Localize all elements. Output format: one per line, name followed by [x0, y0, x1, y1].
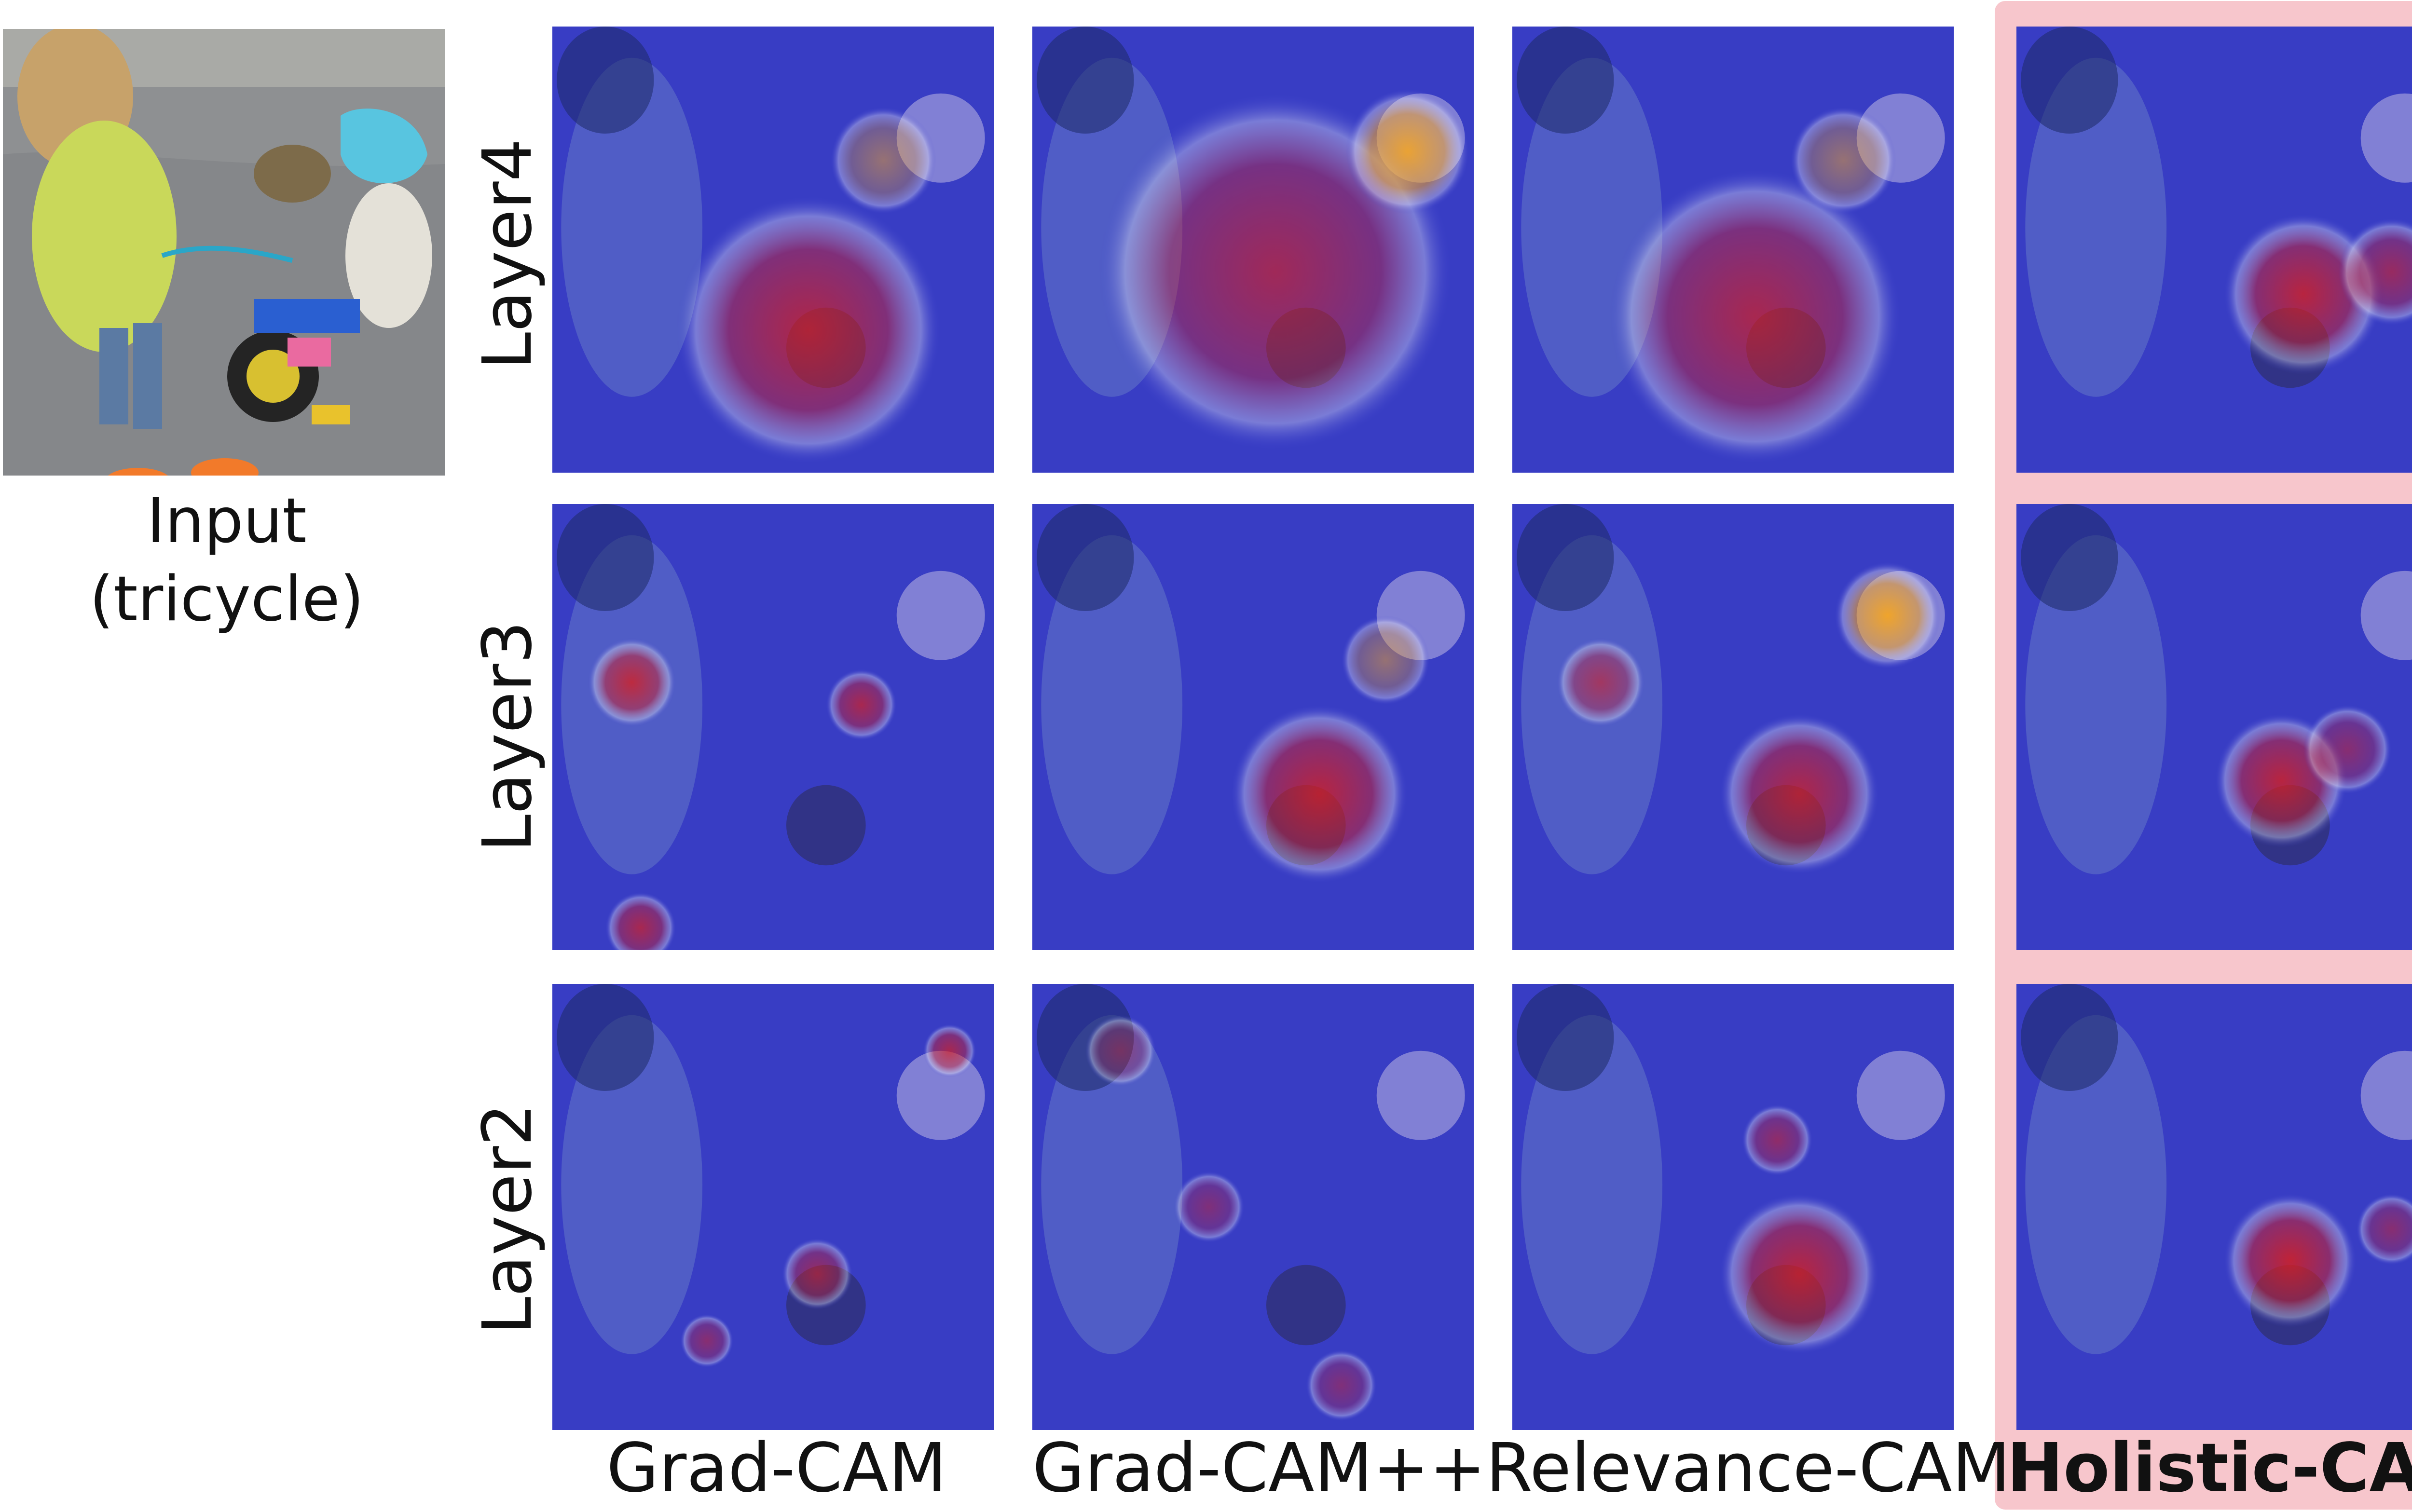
column-label-grad-cam: Grad-CAM: [606, 1429, 947, 1508]
row-label-layer4: Layer4: [468, 138, 547, 370]
heatmap-layer2-grad-cam: [552, 984, 994, 1430]
input-caption-line-2: (tricycle): [89, 563, 364, 635]
heatmap-layer2-grad-camplusplus: [1032, 984, 1474, 1430]
heatmap-layer4-relevance-cam: [1512, 27, 1954, 473]
heatmap-layer3-relevance-cam: [1512, 504, 1954, 950]
heatmap-layer3-grad-camplusplus: [1032, 504, 1474, 950]
heatmap-layer4-holistic-cam: [2016, 27, 2412, 473]
heatmap-layer2-holistic-cam: [2016, 984, 2412, 1430]
heatmap-layer3-grad-cam: [552, 504, 994, 950]
row-label-layer2: Layer2: [468, 1103, 547, 1335]
input-caption-line-1: Input: [147, 485, 307, 557]
column-label-holistic-cam: Holistic-CAM: [2007, 1429, 2412, 1508]
column-label-relevance-cam: Relevance-CAM: [1486, 1429, 2011, 1508]
input-caption: Input (tricycle): [0, 482, 453, 639]
column-label-grad-cam-plus-plus: Grad-CAM++: [1032, 1429, 1486, 1508]
row-label-layer3: Layer3: [468, 621, 547, 852]
input-photo-drawing: [3, 29, 445, 476]
heatmap-layer2-relevance-cam: [1512, 984, 1954, 1430]
heatmap-layer4-grad-cam: [552, 27, 994, 473]
heatmap-layer3-holistic-cam: [2016, 504, 2412, 950]
heatmap-layer4-grad-camplusplus: [1032, 27, 1474, 473]
input-image: [3, 29, 445, 476]
